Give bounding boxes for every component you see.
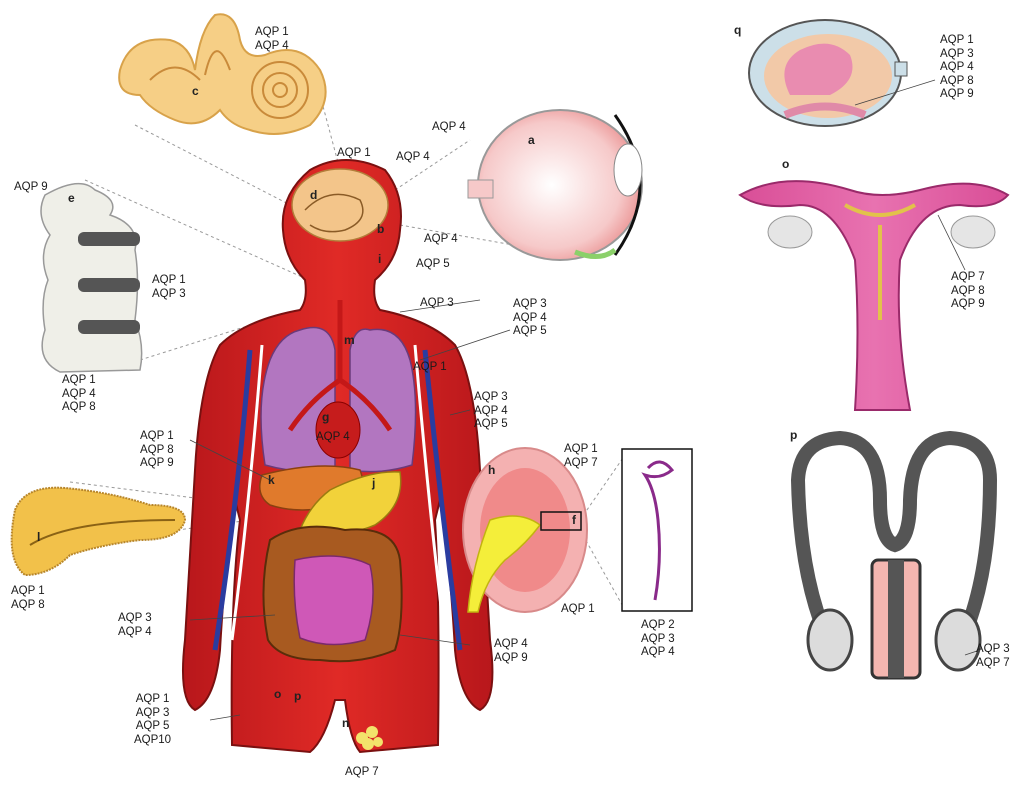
letter-j: j bbox=[372, 476, 375, 490]
label-spine-mid: AQP 1 AQP 3 bbox=[152, 274, 186, 301]
label-skin: AQP 1 AQP 3 AQP 5 AQP10 bbox=[134, 693, 171, 747]
label-airway: AQP 3 AQP 4 AQP 5 bbox=[513, 298, 547, 339]
label-colon: AQP 4 AQP 9 bbox=[494, 638, 528, 665]
eye-illustration bbox=[468, 110, 642, 260]
label-lung: AQP 1 bbox=[413, 361, 447, 375]
letter-a: a bbox=[528, 133, 535, 147]
label-kidney-bottom: AQP 1 bbox=[561, 603, 595, 617]
letter-n: n bbox=[342, 716, 349, 730]
spine-illustration bbox=[41, 184, 142, 372]
placenta-illustration bbox=[749, 20, 907, 126]
label-spine-top: AQP 9 bbox=[14, 181, 48, 195]
inner-ear-illustration bbox=[119, 14, 325, 134]
letter-k: k bbox=[268, 473, 275, 487]
label-fat: AQP 7 bbox=[345, 766, 379, 780]
label-ovary: AQP 7 AQP 8 AQP 9 bbox=[951, 271, 985, 312]
label-brain-right: AQP 4 bbox=[396, 151, 430, 165]
label-stomach: AQP 3 AQP 4 bbox=[118, 612, 152, 639]
letter-i: i bbox=[378, 252, 381, 266]
letter-h: h bbox=[488, 463, 495, 477]
letter-g: g bbox=[322, 410, 329, 424]
label-testis: AQP 3 AQP 7 bbox=[976, 643, 1010, 670]
label-liver: AQP 1 AQP 8 AQP 9 bbox=[140, 430, 174, 471]
label-pancreas: AQP 1 AQP 8 bbox=[11, 585, 45, 612]
label-nose: AQP 5 bbox=[416, 258, 450, 272]
label-placenta: AQP 1 AQP 3 AQP 4 AQP 8 AQP 9 bbox=[940, 34, 974, 102]
label-eye-top: AQP 4 bbox=[432, 121, 466, 135]
letter-c: c bbox=[192, 84, 199, 98]
letter-p-testis: p bbox=[790, 428, 797, 442]
letter-m: m bbox=[344, 333, 355, 347]
kidney-illustration bbox=[463, 448, 692, 612]
label-nephron: AQP 2 AQP 3 AQP 4 bbox=[641, 619, 675, 660]
letter-e: e bbox=[68, 191, 75, 205]
letter-o: o bbox=[274, 687, 281, 701]
label-kidney-top: AQP 1 AQP 7 bbox=[564, 443, 598, 470]
letter-f: f bbox=[572, 513, 576, 527]
letter-o-uterus: o bbox=[782, 157, 789, 171]
label-gallbladder: AQP 3 AQP 4 AQP 5 bbox=[474, 391, 508, 432]
label-spine-bottom: AQP 1 AQP 4 AQP 8 bbox=[62, 374, 96, 415]
label-eye-bottom: AQP 4 bbox=[424, 233, 458, 247]
letter-q: q bbox=[734, 23, 741, 37]
letter-d: d bbox=[310, 188, 317, 202]
letter-p: p bbox=[294, 689, 301, 703]
male-reproductive-illustration bbox=[798, 438, 990, 678]
label-heart: AQP 4 bbox=[316, 431, 350, 445]
label-brain-left: AQP 1 bbox=[337, 147, 371, 161]
letter-b: b bbox=[377, 222, 384, 236]
label-ear: AQP 1 AQP 4 bbox=[255, 26, 289, 53]
human-body bbox=[183, 160, 493, 752]
label-trachea: AQP 3 bbox=[420, 297, 454, 311]
letter-l: l bbox=[37, 530, 40, 544]
